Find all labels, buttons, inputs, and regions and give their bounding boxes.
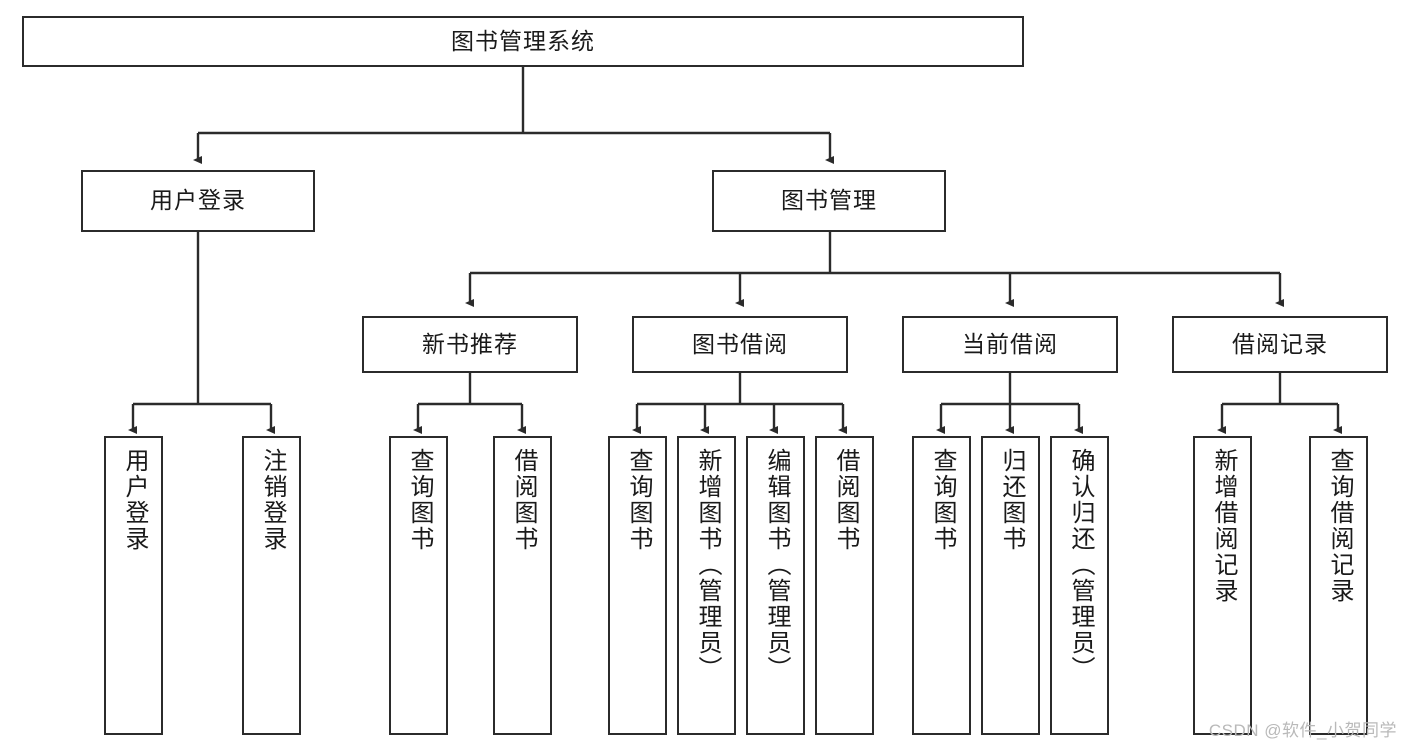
node-current-borrow-label: 当前借阅 [962, 330, 1058, 357]
leaf-user-login-logout[interactable]: 注销登录 [242, 436, 301, 735]
node-borrow-record[interactable]: 借阅记录 [1172, 316, 1388, 373]
leaf-record-add[interactable]: 新增借阅记录 [1193, 436, 1252, 735]
node-book-borrow-label: 图书借阅 [692, 330, 788, 357]
leaf-borrow-add-book-admin[interactable]: 新增图书（管理员） [677, 436, 736, 735]
leaf-label: 查询图书 [405, 448, 433, 552]
node-new-book-recommend[interactable]: 新书推荐 [362, 316, 578, 373]
leaf-label: 归还图书 [997, 448, 1025, 552]
leaf-borrow-edit-book-admin[interactable]: 编辑图书（管理员） [746, 436, 805, 735]
leaf-borrow-query-book[interactable]: 查询图书 [608, 436, 667, 735]
node-root-label: 图书管理系统 [451, 27, 595, 54]
leaf-record-query[interactable]: 查询借阅记录 [1309, 436, 1368, 735]
leaf-label: 查询借阅记录 [1325, 448, 1353, 604]
node-root[interactable]: 图书管理系统 [22, 16, 1024, 67]
node-book-borrow[interactable]: 图书借阅 [632, 316, 848, 373]
node-user-login[interactable]: 用户登录 [81, 170, 315, 232]
leaf-borrow-borrow-book[interactable]: 借阅图书 [815, 436, 874, 735]
node-borrow-record-label: 借阅记录 [1232, 330, 1328, 357]
node-user-login-label: 用户登录 [150, 187, 246, 214]
leaf-new-book-borrow[interactable]: 借阅图书 [493, 436, 552, 735]
node-book-management-label: 图书管理 [781, 187, 877, 214]
leaf-label: 新增图书（管理员） [693, 448, 721, 682]
csdn-watermark: CSDN @软件_小贺同学 [1208, 721, 1397, 740]
node-current-borrow[interactable]: 当前借阅 [902, 316, 1118, 373]
leaf-current-confirm-return-admin[interactable]: 确认归还（管理员） [1050, 436, 1109, 735]
leaf-label: 用户登录 [120, 448, 148, 552]
leaf-label: 新增借阅记录 [1209, 448, 1237, 604]
leaf-label: 查询图书 [928, 448, 956, 552]
leaf-label: 确认归还（管理员） [1066, 448, 1094, 682]
leaf-label: 注销登录 [258, 448, 286, 552]
leaf-label: 借阅图书 [831, 448, 859, 552]
leaf-label: 借阅图书 [509, 448, 537, 552]
node-new-book-recommend-label: 新书推荐 [422, 330, 518, 357]
leaf-label: 查询图书 [624, 448, 652, 552]
leaf-user-login-login[interactable]: 用户登录 [104, 436, 163, 735]
leaf-current-query-book[interactable]: 查询图书 [912, 436, 971, 735]
leaf-new-book-query[interactable]: 查询图书 [389, 436, 448, 735]
leaf-label: 编辑图书（管理员） [762, 448, 790, 682]
leaf-current-return-book[interactable]: 归还图书 [981, 436, 1040, 735]
node-book-management[interactable]: 图书管理 [712, 170, 946, 232]
